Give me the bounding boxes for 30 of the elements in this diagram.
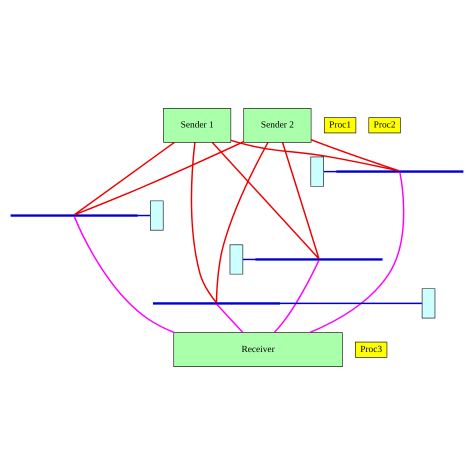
node-bar <box>336 170 464 172</box>
connector <box>280 302 422 304</box>
node-box <box>422 288 436 318</box>
node-box <box>230 244 244 274</box>
connector <box>216 303 244 333</box>
connector <box>230 139 398 171</box>
node-box: Proc1 <box>324 116 356 133</box>
node-bar <box>152 302 280 304</box>
node-box: Receiver <box>173 332 343 366</box>
connector <box>242 258 256 260</box>
node-box: Sender 1 <box>163 108 232 142</box>
connector <box>324 170 336 172</box>
connector <box>310 138 400 171</box>
connector <box>74 141 175 215</box>
connector <box>190 142 217 302</box>
node-bar <box>255 258 383 260</box>
connector <box>216 142 269 302</box>
node-box <box>310 156 324 186</box>
node-box: Sender 2 <box>243 108 312 142</box>
node-box: Proc2 <box>368 116 401 133</box>
connector <box>282 142 320 258</box>
node-bar <box>10 214 138 216</box>
connector <box>212 141 320 258</box>
connector <box>74 140 244 215</box>
connector <box>74 216 175 333</box>
connector <box>309 172 404 333</box>
node-box: Proc3 <box>355 341 388 358</box>
node-box <box>150 200 164 230</box>
connector <box>138 214 150 216</box>
connector <box>274 260 320 333</box>
